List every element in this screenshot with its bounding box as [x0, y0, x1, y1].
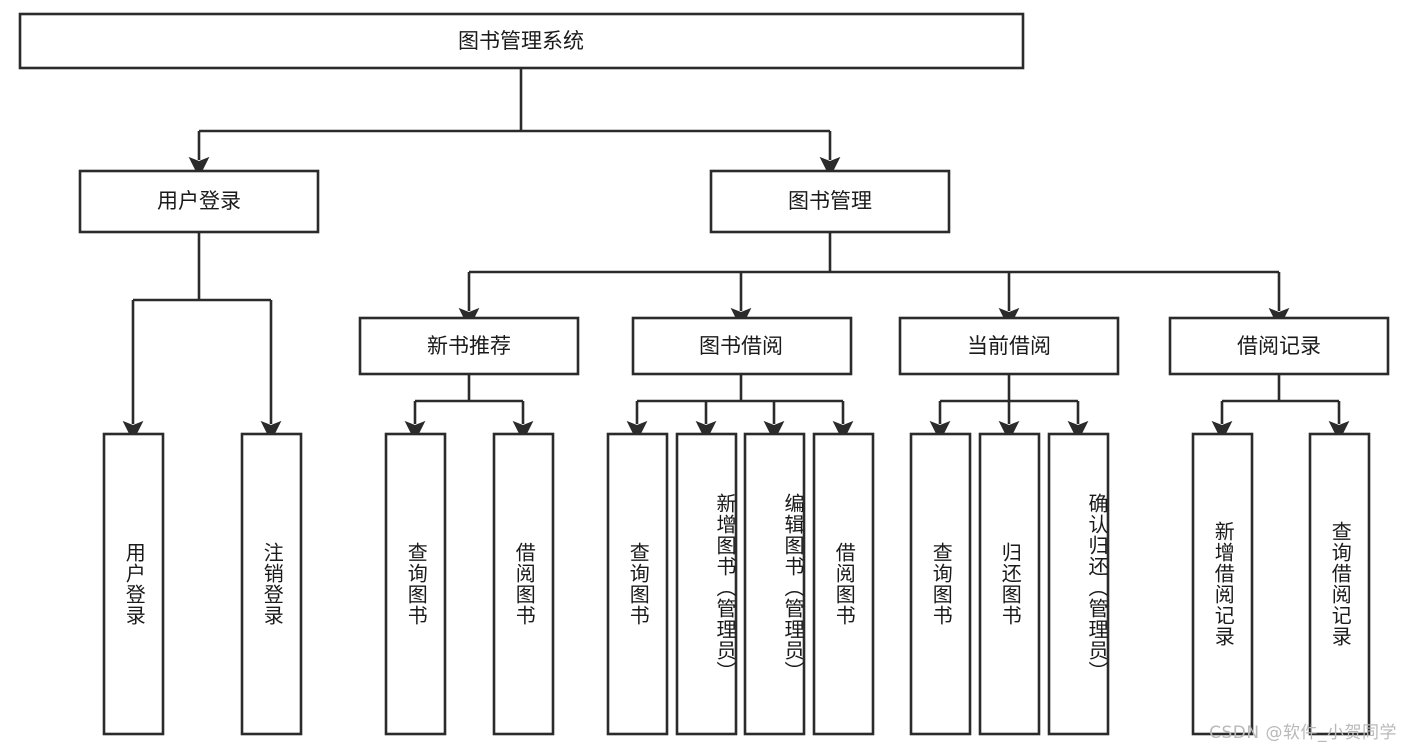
- leaf-box-query-book-1[interactable]: [384, 432, 447, 736]
- leaf-box-add-record[interactable]: [1191, 432, 1254, 736]
- connector-root-to-children: [188, 68, 841, 178]
- node-new-book-rec[interactable]: 新书推荐: [358, 316, 580, 376]
- leaf-box-query-record[interactable]: [1308, 432, 1371, 736]
- leaf-box-confirm-return[interactable]: [1047, 432, 1110, 736]
- leaf-box-logout[interactable]: [240, 432, 303, 736]
- connector-bookmanage-to-level3: [458, 232, 1290, 329]
- node-book-manage[interactable]: 图书管理: [709, 169, 951, 234]
- node-borrow-record-label: 借阅记录: [1237, 334, 1321, 358]
- leaf-box-edit-book[interactable]: [743, 432, 806, 736]
- leaf-box-query-book-3[interactable]: [909, 432, 972, 736]
- leaf-box-return-book[interactable]: [978, 432, 1041, 736]
- leaf-box-user-login[interactable]: [102, 432, 165, 736]
- node-new-book-rec-label: 新书推荐: [427, 334, 511, 358]
- leaf-box-borrow-book-2[interactable]: [812, 432, 875, 736]
- connector-bookborrow-to-leaves: [626, 374, 854, 442]
- leaf-box-add-book[interactable]: [675, 432, 738, 736]
- node-user-login-label: 用户登录: [157, 189, 241, 213]
- connector-currentborrow-to-leaves: [929, 374, 1089, 442]
- node-root[interactable]: 图书管理系统: [18, 12, 1025, 70]
- connector-borrowrecord-to-leaves: [1211, 374, 1350, 442]
- csdn-watermark: CSDN @软件_小贺同学: [1209, 723, 1397, 743]
- node-current-borrow-label: 当前借阅: [967, 334, 1051, 358]
- leaf-box-query-book-2[interactable]: [606, 432, 669, 736]
- connector-newbook-to-leaves: [404, 374, 534, 442]
- node-book-manage-label: 图书管理: [788, 189, 872, 213]
- node-current-borrow[interactable]: 当前借阅: [898, 316, 1120, 376]
- leaf-box-borrow-book-1[interactable]: [492, 432, 555, 736]
- node-user-login[interactable]: 用户登录: [78, 169, 320, 234]
- connector-userlogin-to-leaves: [122, 232, 282, 442]
- node-borrow-record[interactable]: 借阅记录: [1168, 316, 1390, 376]
- node-book-borrow-label: 图书借阅: [699, 334, 783, 358]
- node-book-borrow[interactable]: 图书借阅: [631, 316, 853, 376]
- node-root-label: 图书管理系统: [458, 29, 584, 53]
